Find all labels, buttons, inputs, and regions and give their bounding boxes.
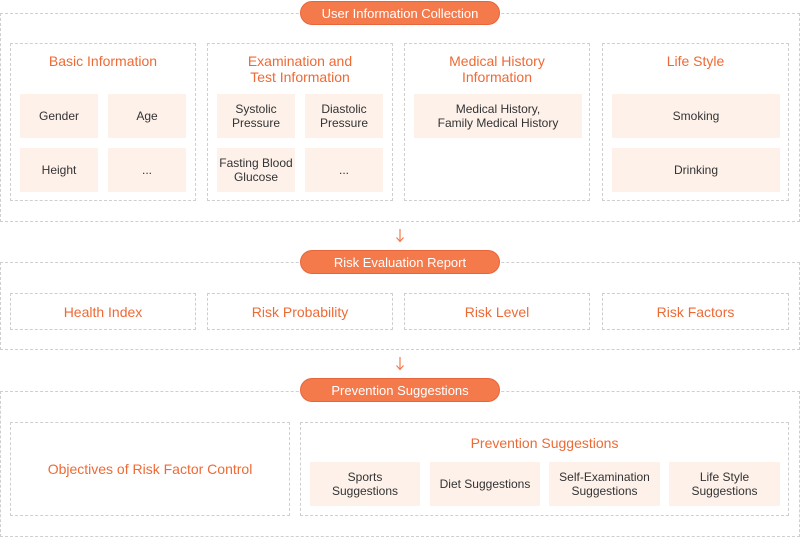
risk-control-objectives-text: Objectives of Risk Factor Control [47, 461, 253, 477]
smoking-cell: Smoking [612, 94, 780, 138]
down-arrow-icon [396, 357, 404, 371]
risk-probability-box: Risk Probability [207, 293, 393, 330]
more-exam-cell: ... [305, 148, 383, 192]
examination-title: Examination and Test Information [247, 53, 353, 85]
risk-factors-box: Risk Factors [602, 293, 789, 330]
prevention-label: Prevention Suggestions [300, 378, 500, 402]
medical-history-title: Medical History Information [449, 53, 545, 85]
life-style-suggestions-cell: Life Style Suggestions [669, 462, 780, 506]
self-examination-suggestions-cell: Self-Examination Suggestions [549, 462, 660, 506]
fasting-glucose-cell: Fasting Blood Glucose [217, 148, 295, 192]
more-basic-cell: ... [108, 148, 186, 192]
health-index-text: Health Index [63, 303, 143, 320]
info-collection-label: User Information Collection [300, 1, 500, 25]
risk-report-label: Risk Evaluation Report [300, 250, 500, 274]
risk-level-box: Risk Level [404, 293, 590, 330]
down-arrow-icon [396, 229, 404, 243]
medical-history-cell: Medical History, Family Medical History [414, 94, 582, 138]
risk-level-text: Risk Level [464, 303, 530, 320]
diet-suggestions-cell: Diet Suggestions [430, 462, 540, 506]
systolic-pressure-cell: Systolic Pressure [217, 94, 295, 138]
gender-cell: Gender [20, 94, 98, 138]
risk-control-objectives-box: Objectives of Risk Factor Control [10, 422, 290, 516]
height-cell: Height [20, 148, 98, 192]
risk-factors-text: Risk Factors [656, 303, 735, 320]
risk-probability-text: Risk Probability [251, 303, 349, 320]
drinking-cell: Drinking [612, 148, 780, 192]
life-style-title: Life Style [666, 53, 725, 69]
diastolic-pressure-cell: Diastolic Pressure [305, 94, 383, 138]
basic-information-title: Basic Information [48, 53, 158, 69]
age-cell: Age [108, 94, 186, 138]
health-index-box: Health Index [10, 293, 196, 330]
prevention-suggestions-title: Prevention Suggestions [470, 435, 619, 451]
sports-suggestions-cell: Sports Suggestions [310, 462, 420, 506]
